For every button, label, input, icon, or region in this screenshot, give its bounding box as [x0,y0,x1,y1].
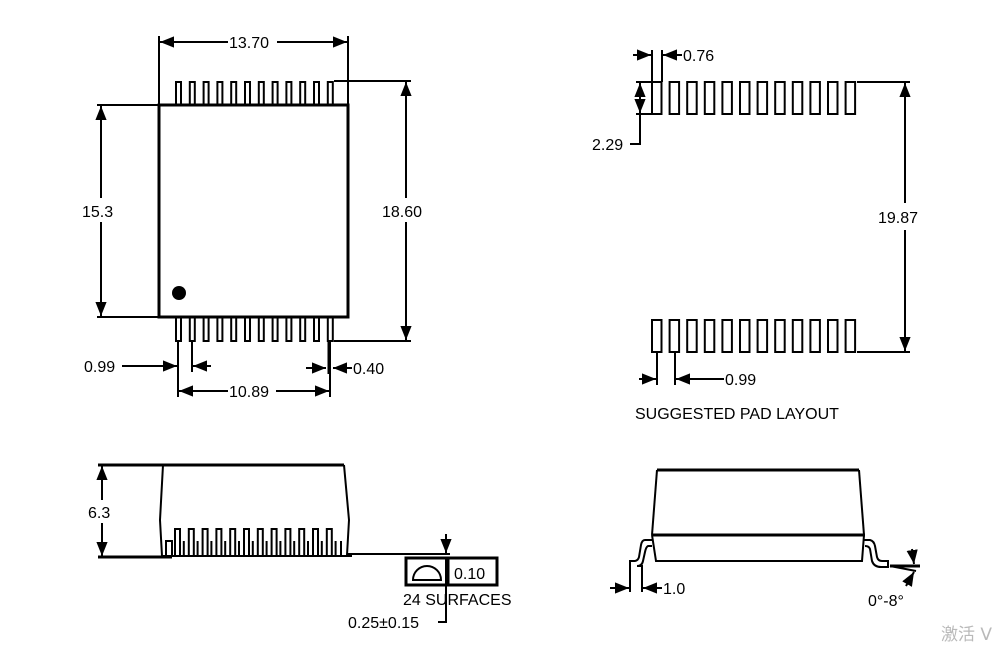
bottom-pins [175,316,334,342]
dim-pad-span: 19.87 [878,210,918,227]
right-lead [864,539,889,568]
pad [703,319,716,353]
pad-layout-caption: SUGGESTED PAD LAYOUT [635,406,839,423]
pad [651,319,663,353]
lead [202,316,210,342]
pad [844,81,857,115]
lead [299,81,307,106]
pad [827,81,839,115]
pad [756,319,769,353]
lead [230,81,238,106]
pad [703,81,716,115]
lead [244,81,251,106]
lead [257,81,265,106]
lead [285,81,293,106]
dim-body-length: 15.3 [82,204,113,221]
profile-of-surface-icon [411,565,443,581]
flatness-frame [404,556,499,587]
pin1-marker [172,286,186,300]
lead [285,316,293,342]
dim-pitch: 0.99 [84,359,115,376]
pad [739,81,751,115]
pad [791,81,804,115]
pad [686,319,698,353]
pad [739,319,751,353]
dim-overall-length: 18.60 [382,204,422,221]
lead [175,316,182,342]
lead [326,316,334,342]
dim-height: 6.3 [88,505,110,522]
pad [827,319,839,353]
pad [774,81,786,115]
pad [756,81,769,115]
surfaces-label: 24 SURFACES [403,592,511,609]
left-lead [629,539,652,592]
pad [791,319,804,353]
lead [271,81,279,106]
lead [216,81,224,106]
side-view: 6.3 0.10 24 SURFACES 0.25±0.15 [88,463,511,632]
pad [809,81,821,115]
dim-pad-pitch: 0.99 [725,372,756,389]
package-body [157,103,350,319]
pad [774,319,786,353]
pads-top-row [651,81,857,115]
lead [271,316,279,342]
dim-pad-width: 0.76 [683,48,714,65]
lead [202,81,210,106]
pad [721,81,733,115]
pad-layout: 19.87 0.76 2.29 0.99 SUGGESTED PAD LAYOU… [592,48,918,423]
flatness-value: 0.10 [454,566,485,583]
lead [326,81,334,106]
end-view: 0°-8° 1.0 [610,468,920,610]
lead [175,81,182,106]
lead [313,81,320,106]
lead [313,316,320,342]
watermark: 激活 V [941,625,992,645]
dim-pad-length: 2.29 [592,137,623,154]
pad [721,319,733,353]
dim-foot-length: 1.0 [663,581,685,598]
lead [299,316,307,342]
pad [686,81,698,115]
pad [668,81,681,115]
lead [216,316,224,342]
dim-angle: 0°-8° [868,593,904,610]
top-view: 13.70 15.3 18.60 0.99 0.40 10.89 [82,35,422,401]
pad [651,81,663,115]
lead [257,316,265,342]
top-pins [175,81,334,106]
pad [844,319,857,353]
dim-lead-width: 0.40 [353,361,384,378]
pad [809,319,821,353]
pad [668,319,681,353]
lead [230,316,238,342]
pads-bottom-row [651,319,857,353]
dim-lead-span: 10.89 [229,384,269,401]
dim-standoff: 0.25±0.15 [348,615,419,632]
dim-width: 13.70 [229,35,269,52]
lead [244,316,251,342]
lead-comb [165,528,342,557]
lead [188,316,196,342]
lead [188,81,196,106]
